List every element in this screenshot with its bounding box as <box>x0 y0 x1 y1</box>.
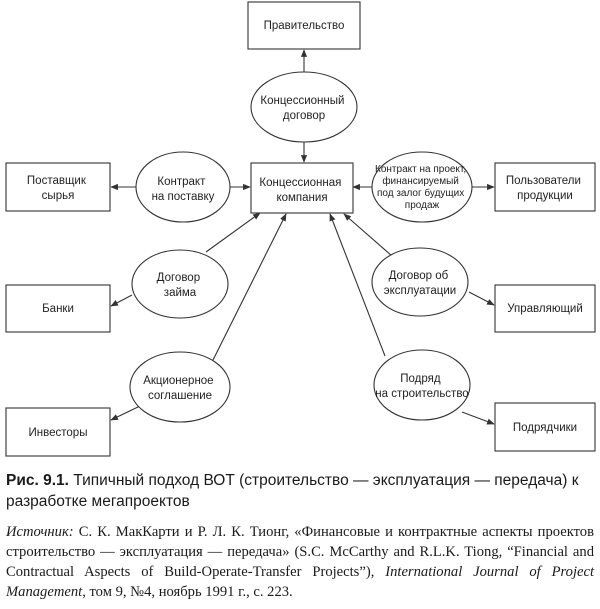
box-manager <box>494 284 596 333</box>
connector-loan-banks <box>110 294 133 307</box>
ellipse-loan <box>131 249 229 319</box>
connector-shareholder-company <box>211 213 287 363</box>
box-contractors-label: Подрядчики <box>513 422 577 434</box>
box-company <box>250 162 354 214</box>
figure-title: Рис. 9.1. Типичный подход ВОТ (строитель… <box>6 470 594 512</box>
ellipse-operation-label: Договор об эксплуатации <box>384 270 456 297</box>
ellipse-construction <box>373 349 471 421</box>
ellipse-concession <box>250 71 358 143</box>
source-end: , том 9, №4, ноябрь 1991 г., с. 223. <box>82 584 293 600</box>
box-suppliers-label: Поставщик сырья <box>27 175 89 202</box>
figure-source: Источник: С. К. МакКарти и Р. Л. К. Тион… <box>6 522 594 602</box>
box-users-label: Пользователи продукции <box>506 175 584 202</box>
source-text: С. К. МакКарти и Р. Л. К. Тионг, «Финанс… <box>6 524 594 580</box>
ellipse-operation <box>371 247 469 317</box>
box-government-label: Правительство <box>264 20 345 32</box>
box-investors <box>5 407 111 457</box>
figure-label: Рис. 9.1. <box>6 472 69 489</box>
connector-operation-manager <box>468 291 495 306</box>
ellipse-project <box>371 151 473 223</box>
source-journal: International Journal of Project Managem… <box>6 564 595 600</box>
box-manager-label: Управляющий <box>507 303 583 315</box>
box-banks <box>5 284 111 333</box>
connector-operation-company <box>343 213 393 257</box>
connector-loan-company <box>205 212 261 253</box>
source-label: Источник: <box>6 524 74 540</box>
connector-construction-company <box>329 213 386 357</box>
ellipse-project-label: Контракт на проект, финансируемый под за… <box>375 164 469 211</box>
box-users <box>494 162 596 212</box>
ellipse-loan-label: Договор займа <box>157 272 204 299</box>
box-banks-label: Банки <box>42 303 74 315</box>
box-contractors <box>494 402 596 452</box>
ellipse-shareholder <box>129 351 231 423</box>
box-government <box>247 1 361 50</box>
figure-title-text: Типичный подход ВОТ (строительство — экс… <box>6 472 579 510</box>
connector-shareholder-investors <box>110 405 141 421</box>
bot-diagram: Правительство Концессионная компания Пос… <box>5 1 596 457</box>
box-suppliers <box>5 162 111 212</box>
ellipse-supply-label: Контракт на поставку <box>152 176 215 203</box>
box-investors-label: Инвесторы <box>29 427 88 439</box>
ellipse-construction-label: Подряд на строительство <box>375 373 468 400</box>
ellipse-shareholder-label: Акционерное соглашение <box>143 375 217 402</box>
figure-caption: Рис. 9.1. Типичный подход ВОТ (строитель… <box>6 470 594 602</box>
connector-construction-contractors <box>461 411 495 425</box>
ellipse-concession-label: Концессионный договор <box>260 95 347 122</box>
box-company-label: Концессионная компания <box>259 177 344 204</box>
ellipse-supply <box>135 151 231 223</box>
